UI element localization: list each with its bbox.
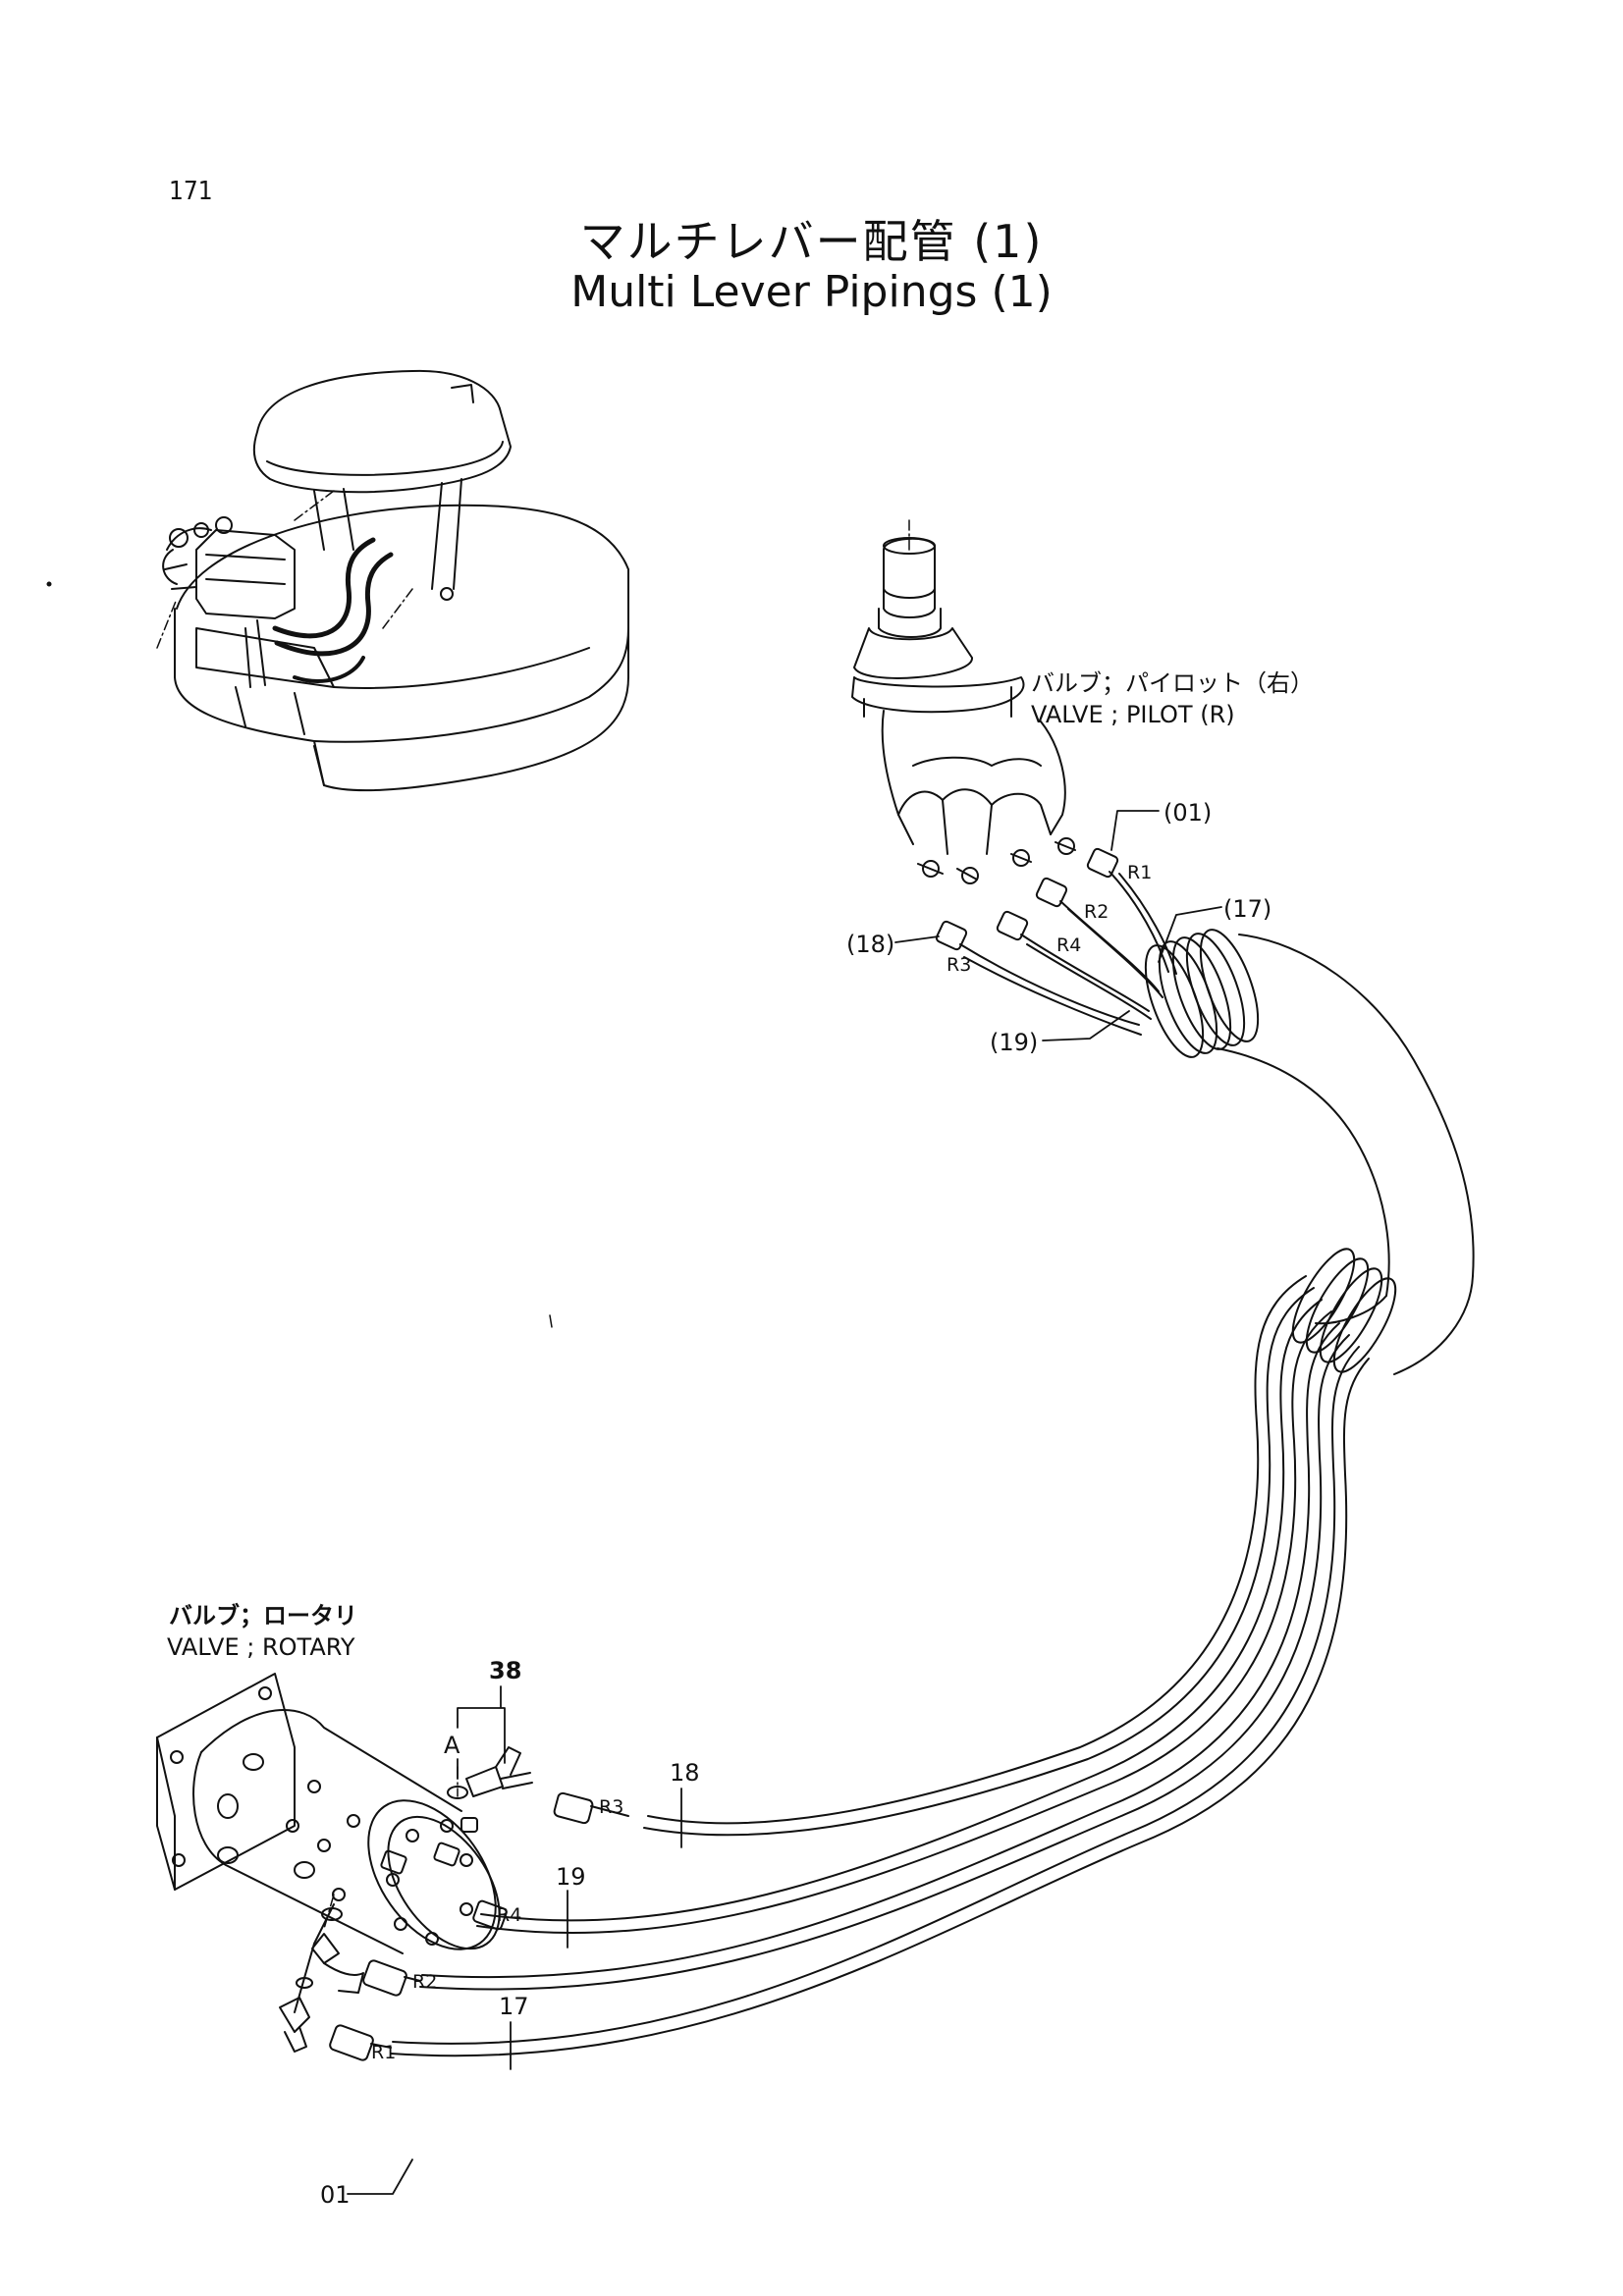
upper-fittings	[935, 847, 1119, 951]
lower-fittings	[329, 1791, 629, 2061]
pilot-valve-r	[851, 519, 1076, 884]
rotary-valve	[156, 1673, 533, 2053]
callout-18-top: (18)	[846, 931, 895, 958]
upper-hoses	[959, 871, 1177, 1036]
callout-38: 38	[489, 1657, 522, 1684]
reference-lines	[323, 1314, 553, 1930]
callout-19-bottom: 19	[556, 1863, 586, 1891]
port-r4-top: R4	[1056, 934, 1082, 956]
callout-01-bottom: 01	[320, 2181, 351, 2209]
callout-19-top: (19)	[990, 1029, 1039, 1056]
valve-rotary-label-en: VALVE ; ROTARY	[167, 1633, 355, 1661]
leader-lines	[347, 810, 1222, 2195]
valve-pilot-label-ja: バルブ；パイロット（右）	[1031, 669, 1314, 697]
page-title-english: Multi Lever Pipings (1)	[570, 267, 1053, 317]
overview-illustration	[156, 369, 629, 792]
hose-sheath	[1144, 929, 1475, 1375]
port-r2-top: R2	[1084, 901, 1109, 923]
callout-17-top: (17)	[1223, 895, 1272, 923]
long-hoses	[390, 1275, 1370, 2057]
page-number: 171	[169, 177, 213, 206]
valve-pilot-label-en: VALVE ; PILOT (R)	[1031, 701, 1235, 728]
callout-18-bottom: 18	[670, 1759, 700, 1787]
page-title-japanese: マルチレバー配管 (1)	[579, 215, 1044, 268]
stray-dot	[46, 581, 52, 587]
callout-01-top: (01)	[1163, 799, 1213, 827]
port-r1-top: R1	[1127, 862, 1153, 883]
callout-a: A	[444, 1732, 460, 1759]
callout-17-bottom: 17	[499, 1993, 529, 2020]
port-r3-top: R3	[947, 954, 972, 976]
valve-rotary-label-ja: バルブ；ロータリ	[169, 1602, 357, 1629]
